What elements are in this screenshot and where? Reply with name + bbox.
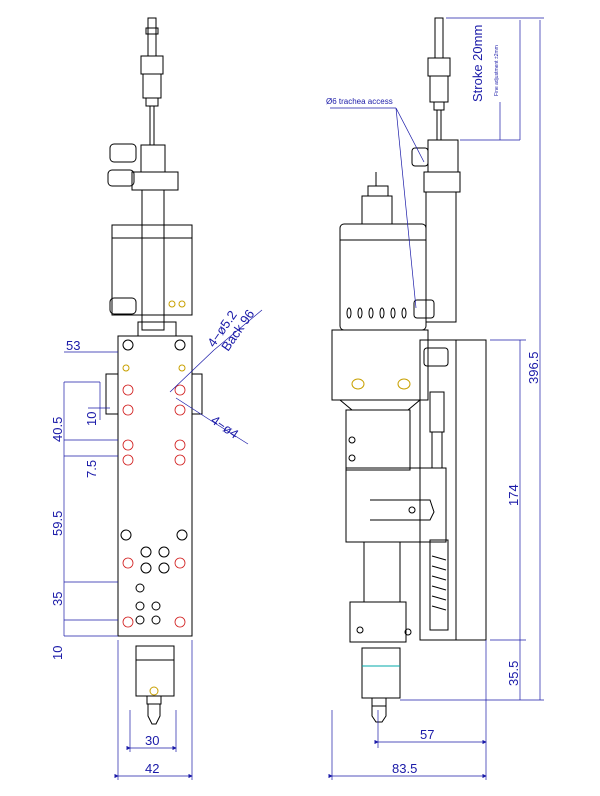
dim-35: 35 <box>50 592 65 606</box>
holes-b-label: 4−ø4 <box>208 412 241 441</box>
dim-7-5: 7.5 <box>84 460 99 478</box>
side-view <box>331 17 487 723</box>
dim-174: 174 <box>506 484 521 506</box>
front-view <box>105 17 203 725</box>
dim-10a: 10 <box>84 412 99 426</box>
dim-40-5: 40.5 <box>50 417 65 442</box>
dim-83-5: 83.5 <box>392 761 417 776</box>
side-dimensions <box>328 17 544 780</box>
dim-10b: 10 <box>50 646 65 660</box>
stroke-label: Stroke 20mm <box>470 25 485 102</box>
dim-59-5: 59.5 <box>50 511 65 536</box>
dim-53: 53 <box>66 338 80 353</box>
dim-42: 42 <box>145 761 159 776</box>
fine-adjust-label: Fine adjustment ±2mm <box>494 45 500 96</box>
front-dimensions <box>63 309 263 780</box>
dim-30: 30 <box>145 733 159 748</box>
dim-57: 57 <box>420 727 434 742</box>
trachea-label: Ø6 trachea access <box>326 97 393 106</box>
dim-396-5: 396.5 <box>526 351 541 384</box>
dim-35-5: 35.5 <box>506 661 521 686</box>
